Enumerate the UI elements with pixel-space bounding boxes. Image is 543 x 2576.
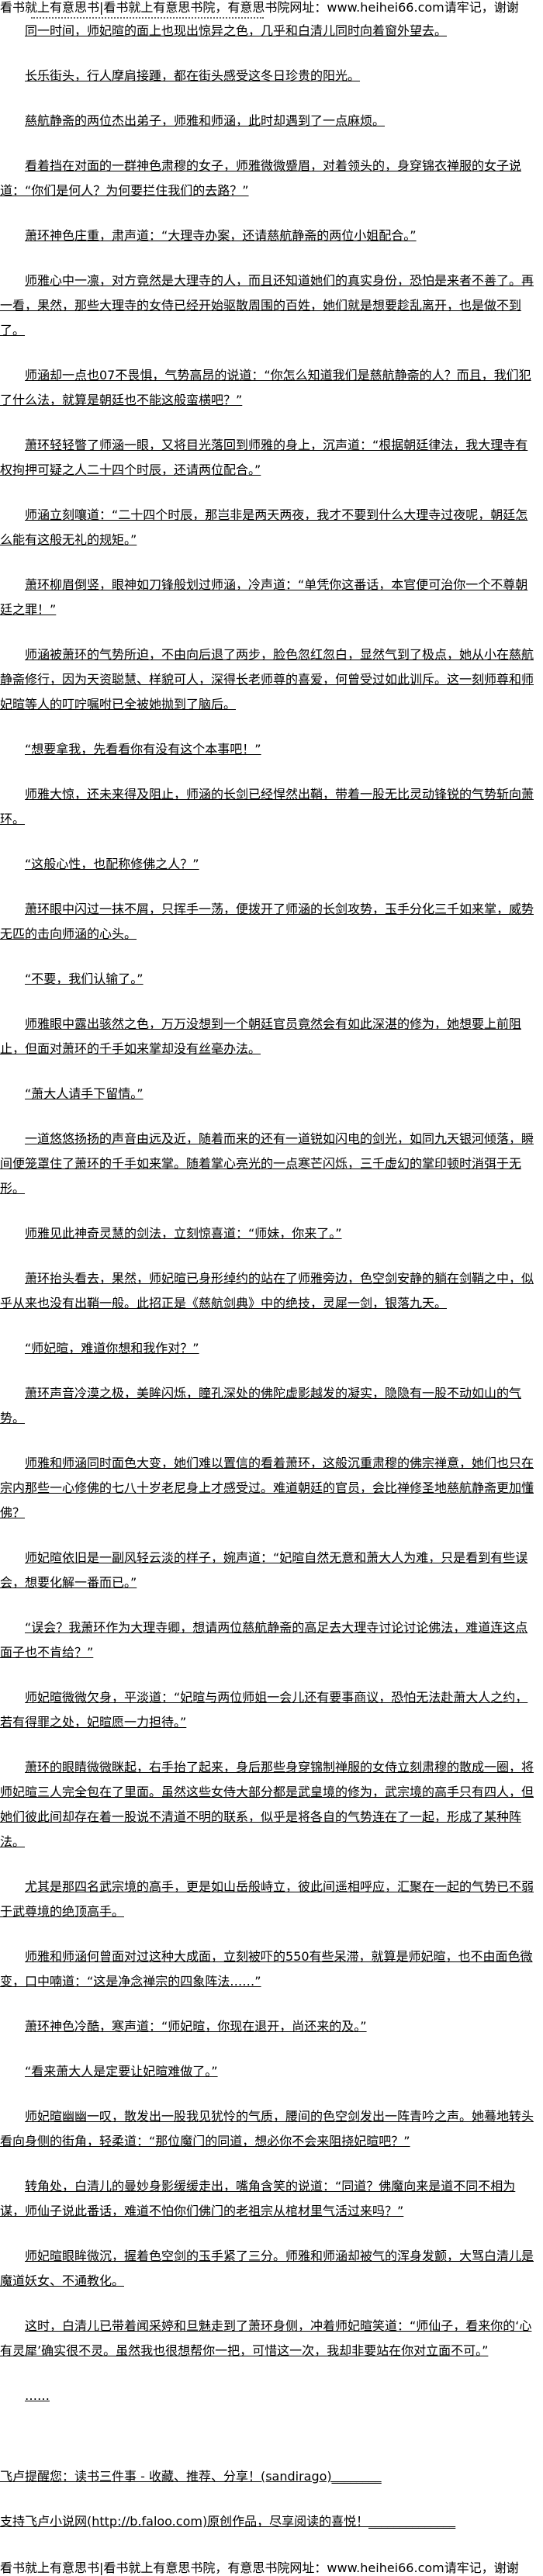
story-paragraph: 师妃暄幽幽一叹，散发出一股我见犹怜的气质，腰间的色空剑发出一阵青吟之声。她蓦地转…: [0, 2109, 534, 2148]
story-paragraph: 师涵却一点也07不畏惧，气势高昂的说道：“你怎么知道我们是慈航静斋的人？而且，我…: [0, 368, 531, 407]
story-paragraph: “误会？我萧环作为大理寺卿，想请两位慈航静斋的高足去大理寺讨论讨论佛法，难道连这…: [0, 1620, 528, 1660]
story-paragraph: 师雅见此神奇灵慧的剑法，立刻惊喜道：“师妹，你来了。”: [25, 1226, 342, 1241]
story-paragraph: 尤其是那四名武宗境的高手，更是如山岳般峙立，彼此间遥相呼应，汇聚在一起的气势已不…: [0, 1879, 534, 1919]
story-paragraph: 师雅和师涵同时面色大变，她们难以置信的看着萧环，这般沉重肃穆的佛宗禅意，她们也只…: [0, 1456, 534, 1520]
story-paragraph: 一道悠悠扬扬的声音由远及近，随着而来的还有一道锐如闪电的剑光，如同九天银河倾落，…: [0, 1131, 534, 1196]
story-paragraph: 萧环柳眉倒竖，眼神如刀锋般划过师涵，冷声道：“单凭你这番话，本官便可治你一个不尊…: [0, 577, 528, 617]
story-paragraph: 师雅和师涵何曾面对过这种大成面，立刻被吓的550有些呆滞，就算是师妃暄，也不由面…: [0, 1949, 533, 1989]
story-paragraph: 萧环眼中闪过一抹不屑，只挥手一荡，便拨开了师涵的长剑攻势，玉手分化三千如来掌，威…: [0, 902, 534, 941]
story-paragraph: “想要拿我，先看看你有没有这个本事吧！”: [25, 742, 261, 757]
story-paragraph: 萧环神色冷酷，寒声道：“师妃暄，你现在退开，尚还来的及。”: [25, 2019, 367, 2034]
story-paragraph: 师雅大惊，还未来得及阻止，师涵的长剑已经悍然出鞘，带着一股无比灵动锋锐的气势斩向…: [0, 787, 534, 826]
story-paragraph: 萧环声音冷漠之极，美眸闪烁，瞳孔深处的佛陀虚影越发的凝实，隐隐有一股不动如山的气…: [0, 1386, 522, 1425]
story-paragraph: 师妃暄眼眸微沉，握着色空剑的玉手紧了三分。师雅和师涵却被气的浑身发颤，大骂白清儿…: [0, 2249, 534, 2288]
chapter-content: 同一时间，师妃暄的面上也现出惊异之色，几乎和白清儿同时向着窗外望去。长乐街头，行…: [0, 19, 534, 2429]
story-paragraph: 师雅心中一凛，对方竟然是大理寺的人，而且还知道她们的真实身份，恐怕是来者不善了。…: [0, 273, 534, 338]
story-paragraph: 萧环抬头看去，果然，师妃暄已身形绰约的站在了师雅旁边，色空剑安静的躺在剑鞘之中，…: [0, 1271, 534, 1311]
clipped-line-remnant: [31, 17, 264, 22]
story-paragraph: 转角处，白清儿的曼妙身影缓缓走出，嘴角含笑的说道：“同道？佛魔向来是道不同不相为…: [0, 2179, 516, 2218]
story-paragraph: 这时，白清儿已带着闻采婷和旦魅走到了萧环身侧，冲着师妃暄笑道：“师仙子，看来你的…: [0, 2318, 532, 2358]
story-paragraph: “不要，我们认输了。”: [25, 971, 144, 986]
story-paragraph: “师妃暄，难道你想和我作对？”: [25, 1341, 199, 1356]
story-paragraph: 同一时间，师妃暄的面上也现出惊异之色，几乎和白清儿同时向着窗外望去。: [25, 23, 448, 38]
story-paragraph: 萧环神色庄重，肃声道：“大理寺办案，还请慈航静斋的两位小姐配合。”: [25, 228, 417, 243]
story-paragraph: 长乐街头，行人摩肩接踵，都在街头感受这冬日珍贵的阳光。: [25, 68, 361, 83]
story-paragraph: “这般心性，也配称修佛之人？”: [25, 857, 199, 871]
story-paragraph: 师涵立刻嚷道：“二十四个时辰，那岂非是两天两夜，我才不要到什么大理寺过夜呢，朝廷…: [0, 507, 528, 547]
footer-support-link[interactable]: 支持飞卢小说网(http://b.faloo.com)原创作品，尽享阅读的喜悦！…: [0, 2514, 456, 2529]
story-paragraph: 师妃暄依旧是一副风轻云淡的样子，婉声道：“妃暄自然无意和萧大人为难，只是看到有些…: [0, 1550, 528, 1590]
story-paragraph: 萧环的眼睛微微眯起，右手抬了起来，身后那些身穿锦制禅服的女侍立刻肃穆的散成一圈，…: [0, 1760, 534, 1849]
story-paragraph: ……: [25, 2388, 50, 2403]
story-paragraph: 师雅眼中露出骇然之色，万万没想到一个朝廷官员竟然会有如此深湛的修为，她想要上前阻…: [0, 1016, 522, 1056]
story-paragraph: 萧环轻轻瞥了师涵一眼，又将目光落回到师雅的身上，沉声道：“根据朝廷律法，我大理寺…: [0, 438, 528, 477]
story-paragraph: “萧大人请手下留情。”: [25, 1086, 144, 1101]
story-paragraph: 慈航静斋的两位杰出弟子，师雅和师涵，此时却遇到了一点麻烦。: [25, 113, 386, 128]
story-paragraph: 师妃暄微微欠身，平淡道：“妃暄与两位师姐一会儿还有要事商议，恐怕无法赴萧大人之约…: [0, 1690, 528, 1729]
site-banner-bottom: 看书就上有意思书|看书就上有意思书院，有意思书院网址：www.heihei66.…: [0, 2560, 519, 2575]
footer-reminder: 飞卢提醒您：读书三件事 - 收藏、推荐、分享！(sandirago)______…: [0, 2469, 382, 2484]
site-banner-top: 看书就上有意思书|看书就上有意思书院，有意思书院网址：www.heihei66.…: [0, 0, 519, 15]
story-paragraph: “看来萧大人是定要让妃暄难做了。”: [25, 2064, 218, 2079]
story-paragraph: 看着挡在对面的一群神色肃穆的女子，师雅微微蹙眉，对着领头的，身穿锦衣禅服的女子说…: [0, 158, 522, 198]
story-paragraph: 师涵被萧环的气势所迫，不由向后退了两步，脸色忽红忽白，显然气到了极点，她从小在慈…: [0, 647, 534, 712]
